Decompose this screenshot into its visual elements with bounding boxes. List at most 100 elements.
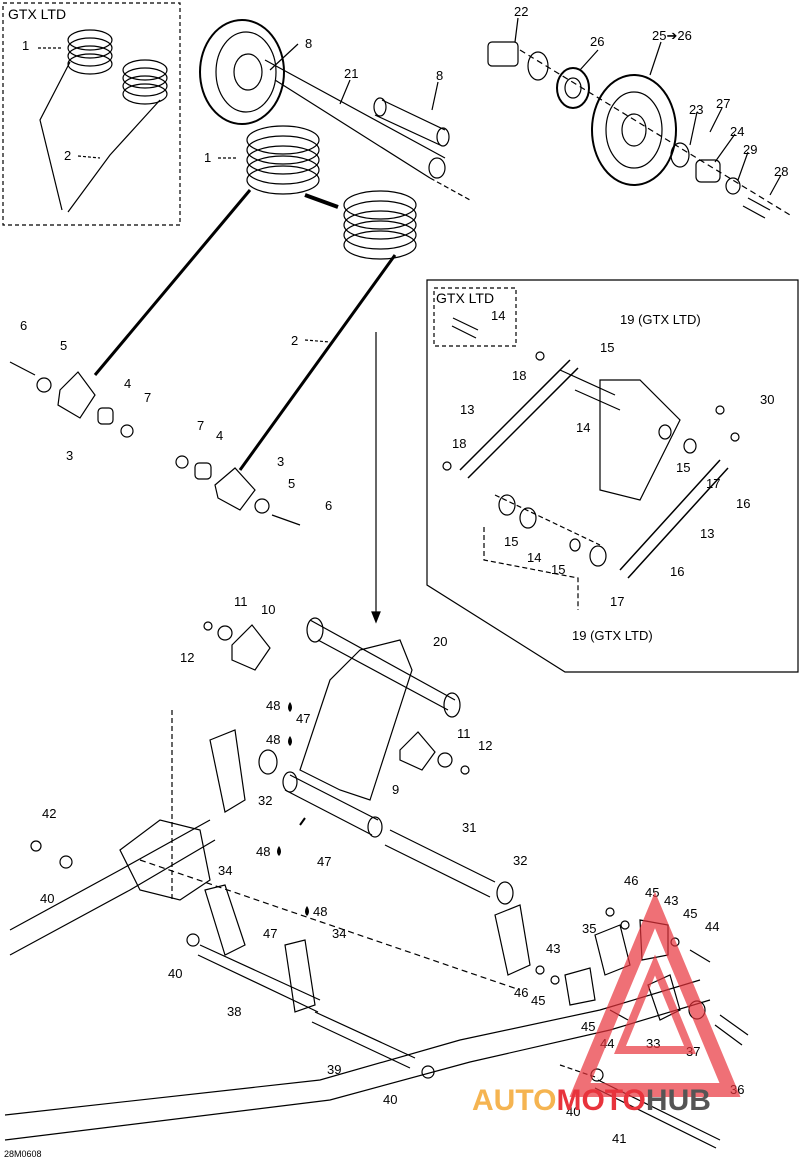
watermark-logo: AUTOMOTOHUB (472, 891, 741, 1117)
callout-c6a: 6 (20, 318, 27, 333)
callout-c13b: 13 (700, 526, 714, 541)
bushing-32 (258, 749, 278, 775)
callout-c29: 29 (743, 142, 757, 157)
callout-c40d: 40 (566, 1104, 580, 1119)
callout-c11b: 11 (457, 726, 471, 741)
callout-c5a: 5 (60, 338, 67, 353)
callout-c46b: 46 (514, 985, 528, 1000)
callout-c9: 9 (392, 782, 399, 797)
scissor-linkage (459, 359, 729, 579)
callout-c18b: 18 (452, 436, 466, 451)
callout-c39: 39 (327, 1062, 341, 1077)
callout-c40c: 40 (383, 1092, 397, 1107)
callout-c15a: 15 (600, 340, 614, 355)
callout-c47a: 47 (296, 711, 310, 726)
callout-c22: 22 (514, 4, 528, 19)
callout-c10: 10 (261, 602, 275, 617)
idler-wheel-right (591, 74, 677, 186)
inset-title-top: GTX LTD (8, 6, 66, 22)
callout-c34b: 34 (332, 926, 346, 941)
frame-rail-right (4, 904, 711, 1141)
callout-c3b: 3 (277, 454, 284, 469)
spring-arm-right (238, 254, 397, 471)
callout-c48b: 48 (266, 732, 280, 747)
callout-c40a: 40 (40, 891, 54, 906)
callout-c15b: 15 (676, 460, 690, 475)
watermark-text: AUTOMOTOHUB (472, 1084, 711, 1117)
callout-c15c: 15 (504, 534, 518, 549)
callout-c44a: 44 (705, 919, 719, 934)
gtx-ltd-inset-box-right (426, 279, 799, 673)
callout-c32a: 32 (258, 793, 272, 808)
idler-wheel-left (199, 19, 285, 125)
callout-c4a: 4 (124, 376, 131, 391)
callout-c47b: 47 (317, 854, 331, 869)
callout-c2: 2 (64, 148, 71, 163)
callout-c12a: 12 (180, 650, 194, 665)
washer (725, 177, 741, 195)
circlip (527, 51, 549, 81)
callout-c47c: 47 (263, 926, 277, 941)
wheel-hub-cap (695, 159, 721, 183)
bracket-34b (284, 939, 316, 1013)
bracket-34a (204, 884, 246, 956)
callout-c48a: 48 (266, 698, 280, 713)
callout-c8a: 8 (305, 36, 312, 51)
callout-c19a: 19 (GTX LTD) (620, 312, 701, 327)
callout-c43a: 43 (664, 893, 678, 908)
spring-adjuster-right (175, 455, 301, 526)
callout-c28: 28 (774, 164, 788, 179)
callout-c7a: 7 (144, 390, 151, 405)
screw-30 (715, 405, 725, 415)
retaining-ring (670, 142, 690, 168)
watermark-hub: HUB (646, 1084, 711, 1117)
pivot-cap-left (231, 624, 271, 671)
wheel-bolt (742, 197, 771, 219)
callout-c7b: 7 (197, 418, 204, 433)
callout-c8b: 8 (436, 68, 443, 83)
callout-c45c: 45 (531, 993, 545, 1008)
bushing-32b (496, 881, 514, 905)
pin-inset (451, 317, 479, 339)
watermark-auto: AUTO (472, 1084, 556, 1117)
callout-c1b: 1 (204, 150, 211, 165)
bearing-sleeve (487, 41, 519, 67)
callout-c24: 24 (730, 124, 744, 139)
callout-c4b: 4 (216, 428, 223, 443)
callout-c35: 35 (582, 921, 596, 936)
callout-c19b: 19 (GTX LTD) (572, 628, 653, 643)
gtx-ltd-inset-box-top (2, 2, 181, 226)
callout-c48c: 48 (256, 844, 270, 859)
callout-c11a: 11 (234, 594, 248, 609)
pivot-cap-right (399, 731, 436, 771)
callout-c38: 38 (227, 1004, 241, 1019)
callout-c43b: 43 (546, 941, 560, 956)
callout-c17b: 17 (610, 594, 624, 609)
spring-left (246, 125, 320, 195)
spacer-tube (373, 97, 450, 147)
callout-c23: 23 (689, 102, 703, 117)
callout-c40b: 40 (168, 966, 182, 981)
callout-c16b: 16 (670, 564, 684, 579)
callout-c18a: 18 (512, 368, 526, 383)
callout-c21: 21 (344, 66, 358, 81)
callout-c14c: 14 (527, 550, 541, 565)
callout-c48d: 48 (313, 904, 327, 919)
callout-c42: 42 (42, 806, 56, 821)
callout-c1: 1 (22, 38, 29, 53)
callout-c34a: 34 (218, 863, 232, 878)
rear-arm (282, 617, 461, 838)
callout-c3a: 3 (66, 448, 73, 463)
callout-c45d: 45 (581, 1019, 595, 1034)
callout-c14a: 14 (491, 308, 505, 323)
cross-shaft-38 (197, 944, 321, 1013)
callout-c5b: 5 (288, 476, 295, 491)
spring-right (343, 190, 417, 260)
spring-coil-inset (39, 29, 168, 213)
callout-c16a: 16 (736, 496, 750, 511)
callout-c30: 30 (760, 392, 774, 407)
callout-c6b: 6 (325, 498, 332, 513)
